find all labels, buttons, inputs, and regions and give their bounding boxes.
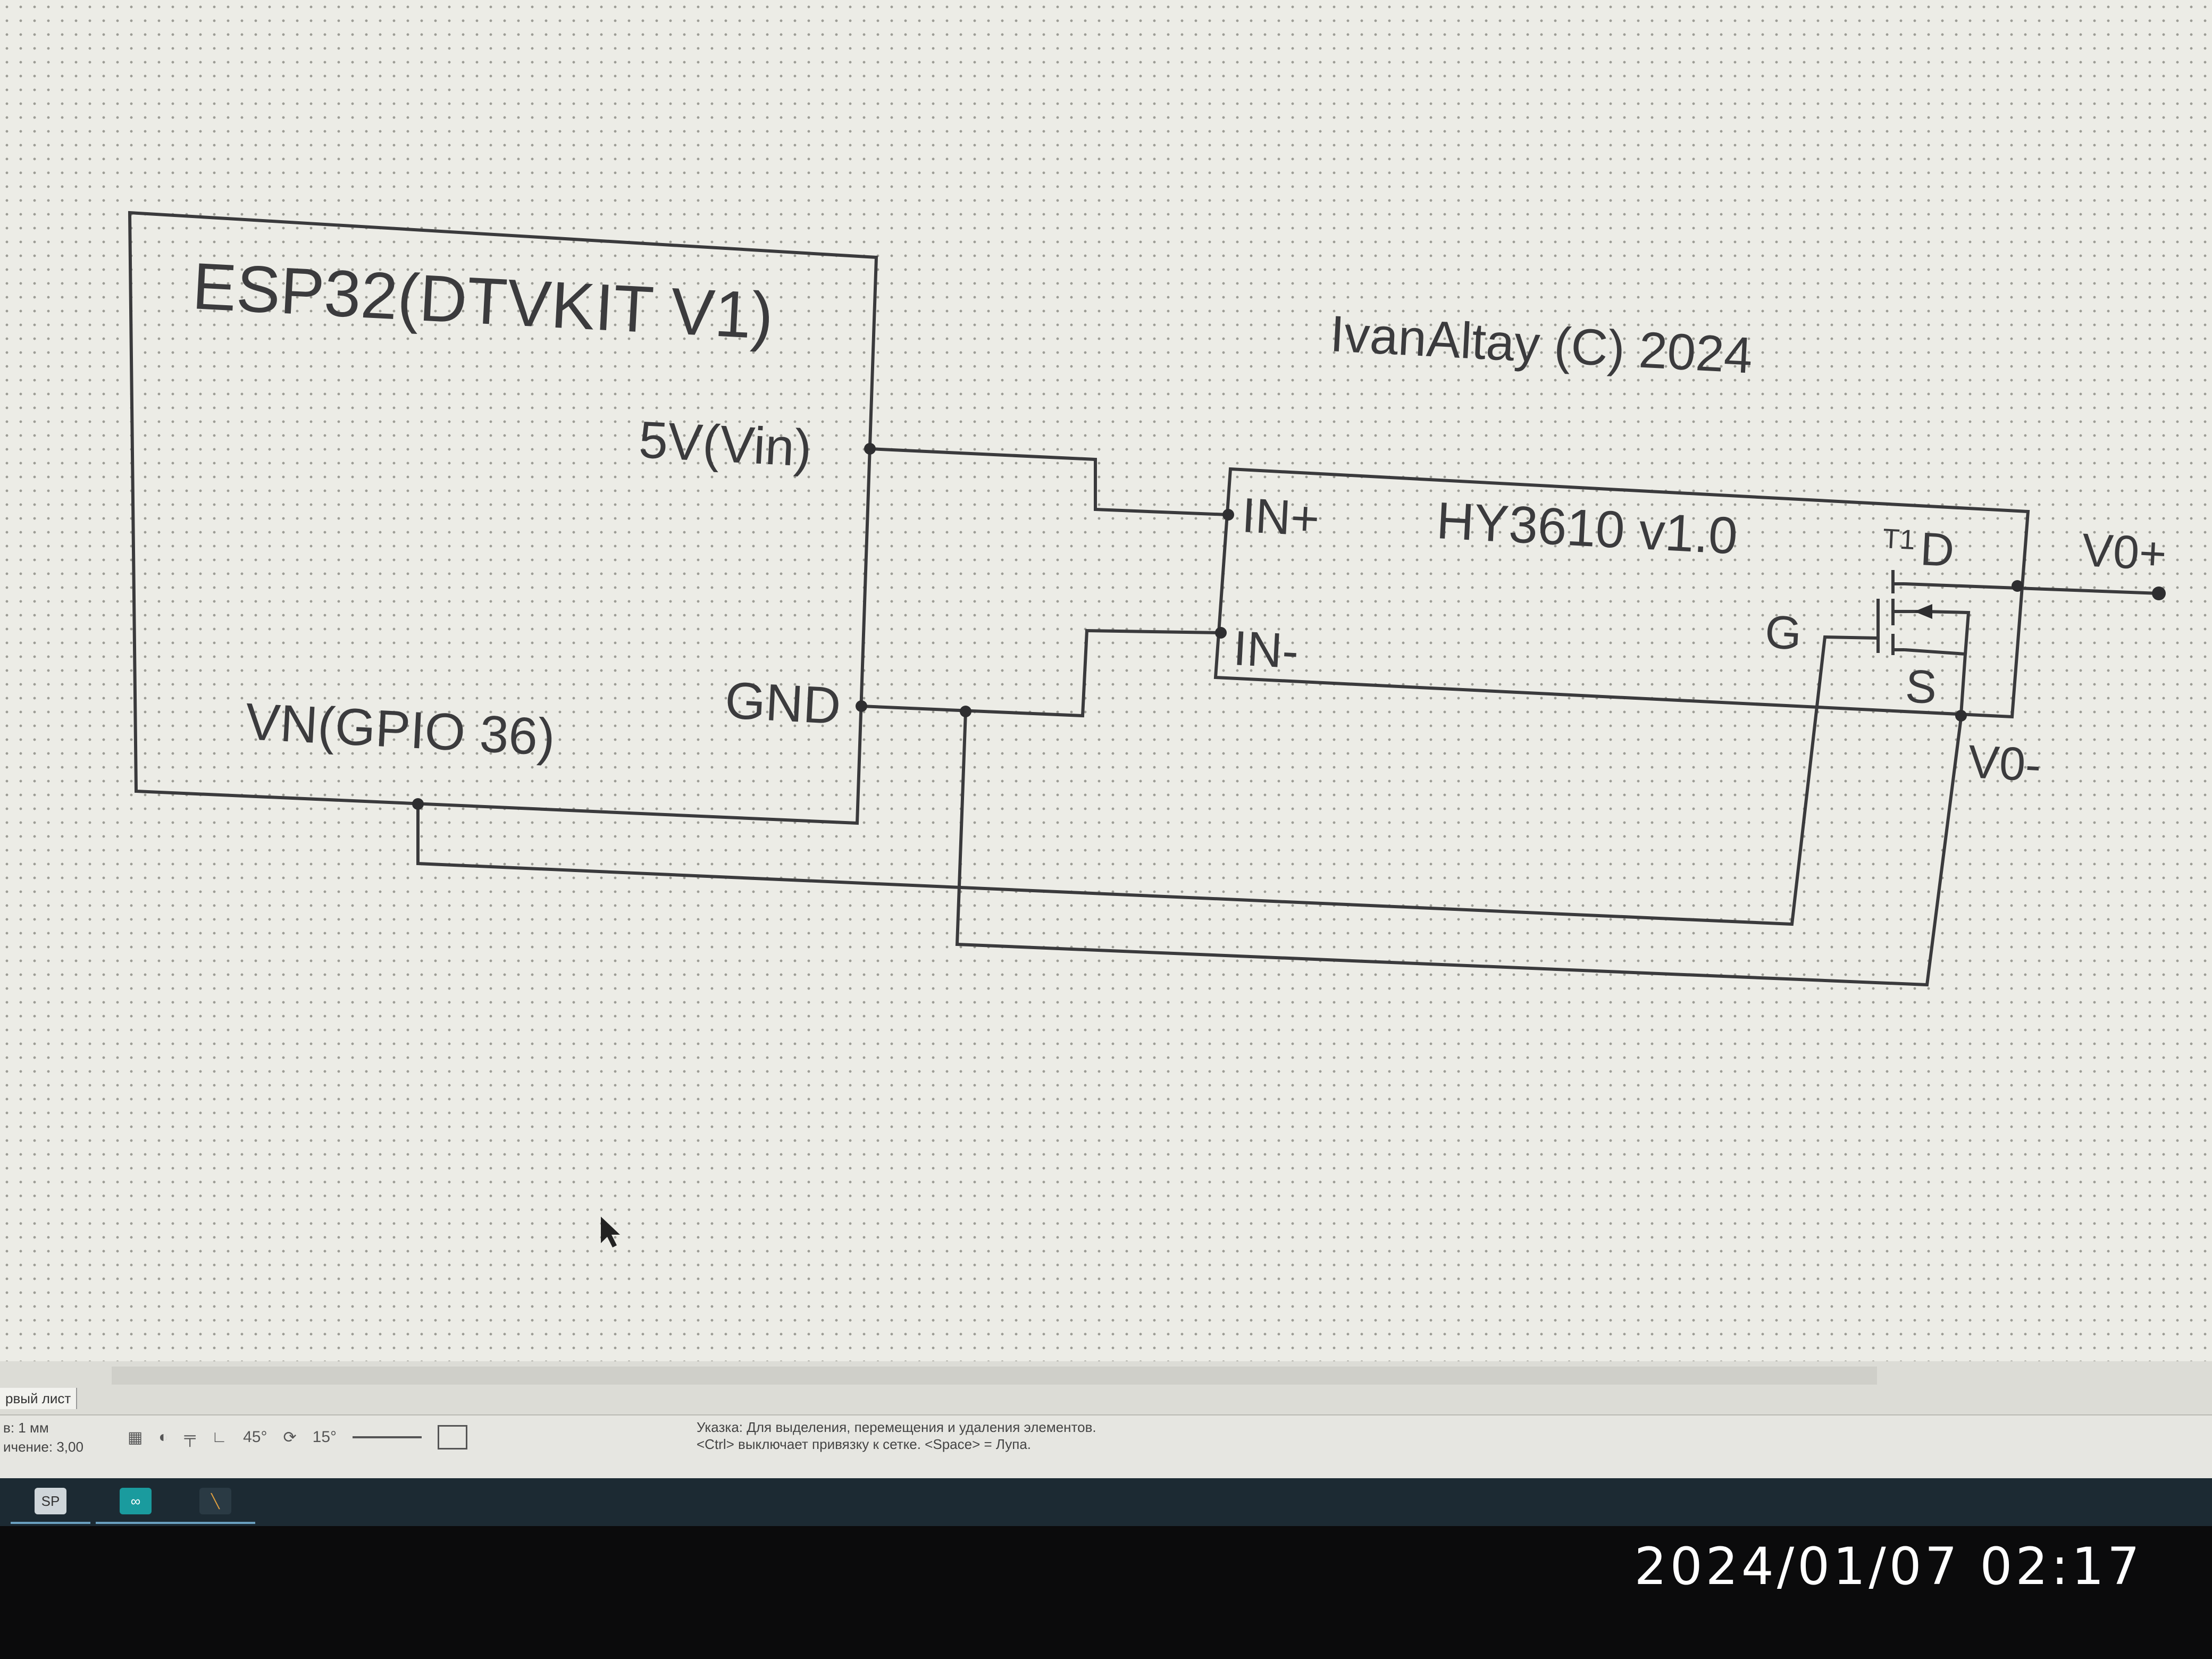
status-hint: Указка: Для выделения, перемещения и уда… (697, 1419, 1096, 1453)
app-sp-icon: SP (35, 1488, 66, 1514)
pin-label-gnd: GND (724, 671, 842, 735)
snap-icon[interactable]: ◐ (158, 1428, 169, 1446)
zoom-label: ичение: 3,00 (3, 1439, 83, 1455)
terminal-vo-plus (2152, 586, 2166, 600)
taskbar-app-arduino[interactable]: ∞ (96, 1482, 175, 1524)
status-bar: в: 1 мм ичение: 3,00 ▦ ◐ ╤ ∟ 45° ⟳ 15° У… (0, 1414, 2212, 1479)
horizontal-scrollbar[interactable] (112, 1367, 1877, 1385)
output-label-vo-minus: V0- (1967, 735, 2042, 791)
rotate-icon[interactable]: ⟳ (283, 1428, 297, 1446)
angle-value[interactable]: 45° (243, 1428, 267, 1446)
line-style-sample[interactable] (353, 1436, 422, 1438)
pin-label-gate: G (1764, 605, 1803, 659)
wire-drain-to-vo-plus[interactable] (1904, 582, 2159, 595)
credit-label: IvanAltay (C) 2024 (1329, 305, 1754, 384)
wire-gnd-to-in-minus[interactable] (861, 629, 1221, 718)
hint-line-2: <Ctrl> выключает привязку к сетке. <Spac… (697, 1436, 1032, 1452)
wire-vin-to-in-plus[interactable] (869, 447, 1229, 516)
junction-vn (412, 798, 424, 810)
angle-icon[interactable]: ∟ (211, 1428, 228, 1446)
rotation-value[interactable]: 15° (312, 1428, 337, 1446)
sheet-tab-bar: рвый лист (0, 1361, 2212, 1414)
wire-vn-to-gate[interactable] (416, 635, 1879, 926)
hy3610-module[interactable] (1213, 467, 2030, 719)
junction-in-plus (1222, 509, 1234, 521)
esp32-title: ESP32(DTVKIT V1) (191, 249, 775, 353)
module-title: HY3610 v1.0 (1435, 491, 1739, 565)
esp32-board[interactable] (128, 211, 878, 825)
junction-gnd-branch (960, 706, 971, 717)
taskbar-app-sprint[interactable]: SP (11, 1482, 90, 1524)
status-tools: ▦ ◐ ╤ ∟ 45° ⟳ 15° (128, 1425, 468, 1449)
transistor-ref: T1 (1882, 523, 1916, 556)
fill-style-icon[interactable] (438, 1425, 468, 1449)
taskbar-app-pencil[interactable]: ╲ (175, 1482, 255, 1524)
pencil-icon: ╲ (199, 1488, 231, 1514)
junction-vo-minus (1955, 710, 1967, 722)
junction-in-minus (1215, 627, 1227, 639)
wire-body-diode[interactable] (1924, 610, 1971, 655)
hint-line-1: Указка: Для выделения, перемещения и уда… (697, 1419, 1096, 1435)
pen-icon[interactable]: ╤ (184, 1428, 196, 1446)
junction-drain (2012, 580, 2023, 592)
junction-gnd (856, 700, 867, 712)
tab-sheet[interactable]: рвый лист (0, 1388, 78, 1409)
grid-icon[interactable]: ▦ (128, 1428, 143, 1446)
pin-label-in-minus: IN- (1232, 621, 1300, 678)
mosfet-arrow-icon (1914, 604, 1932, 619)
pin-label-source: S (1904, 659, 1938, 714)
arduino-icon: ∞ (120, 1488, 152, 1514)
pin-label-vin: 5V(Vin) (638, 410, 813, 477)
wire-gnd-to-vo-minus[interactable] (955, 711, 1963, 987)
output-label-vo-plus: V0+ (2081, 523, 2168, 580)
taskbar: SP ∞ ╲ (0, 1478, 2212, 1526)
pin-label-drain: D (1919, 522, 1956, 576)
schematic-drawing[interactable]: ESP32(DTVKIT V1) IvanAltay (C) 2024 5V(V… (0, 0, 2212, 1361)
mosfet-t1[interactable] (1876, 570, 1932, 655)
mouse-cursor-icon (601, 1217, 620, 1247)
pin-label-in-plus: IN+ (1241, 488, 1321, 546)
grid-unit-label: в: 1 мм (3, 1420, 49, 1436)
junction-vin (864, 443, 876, 455)
pin-label-vn: VN(GPIO 36) (244, 692, 557, 766)
schematic-canvas[interactable]: ESP32(DTVKIT V1) IvanAltay (C) 2024 5V(V… (0, 0, 2212, 1361)
photo-timestamp: 2024/01/07 02:17 (1634, 1537, 2143, 1596)
